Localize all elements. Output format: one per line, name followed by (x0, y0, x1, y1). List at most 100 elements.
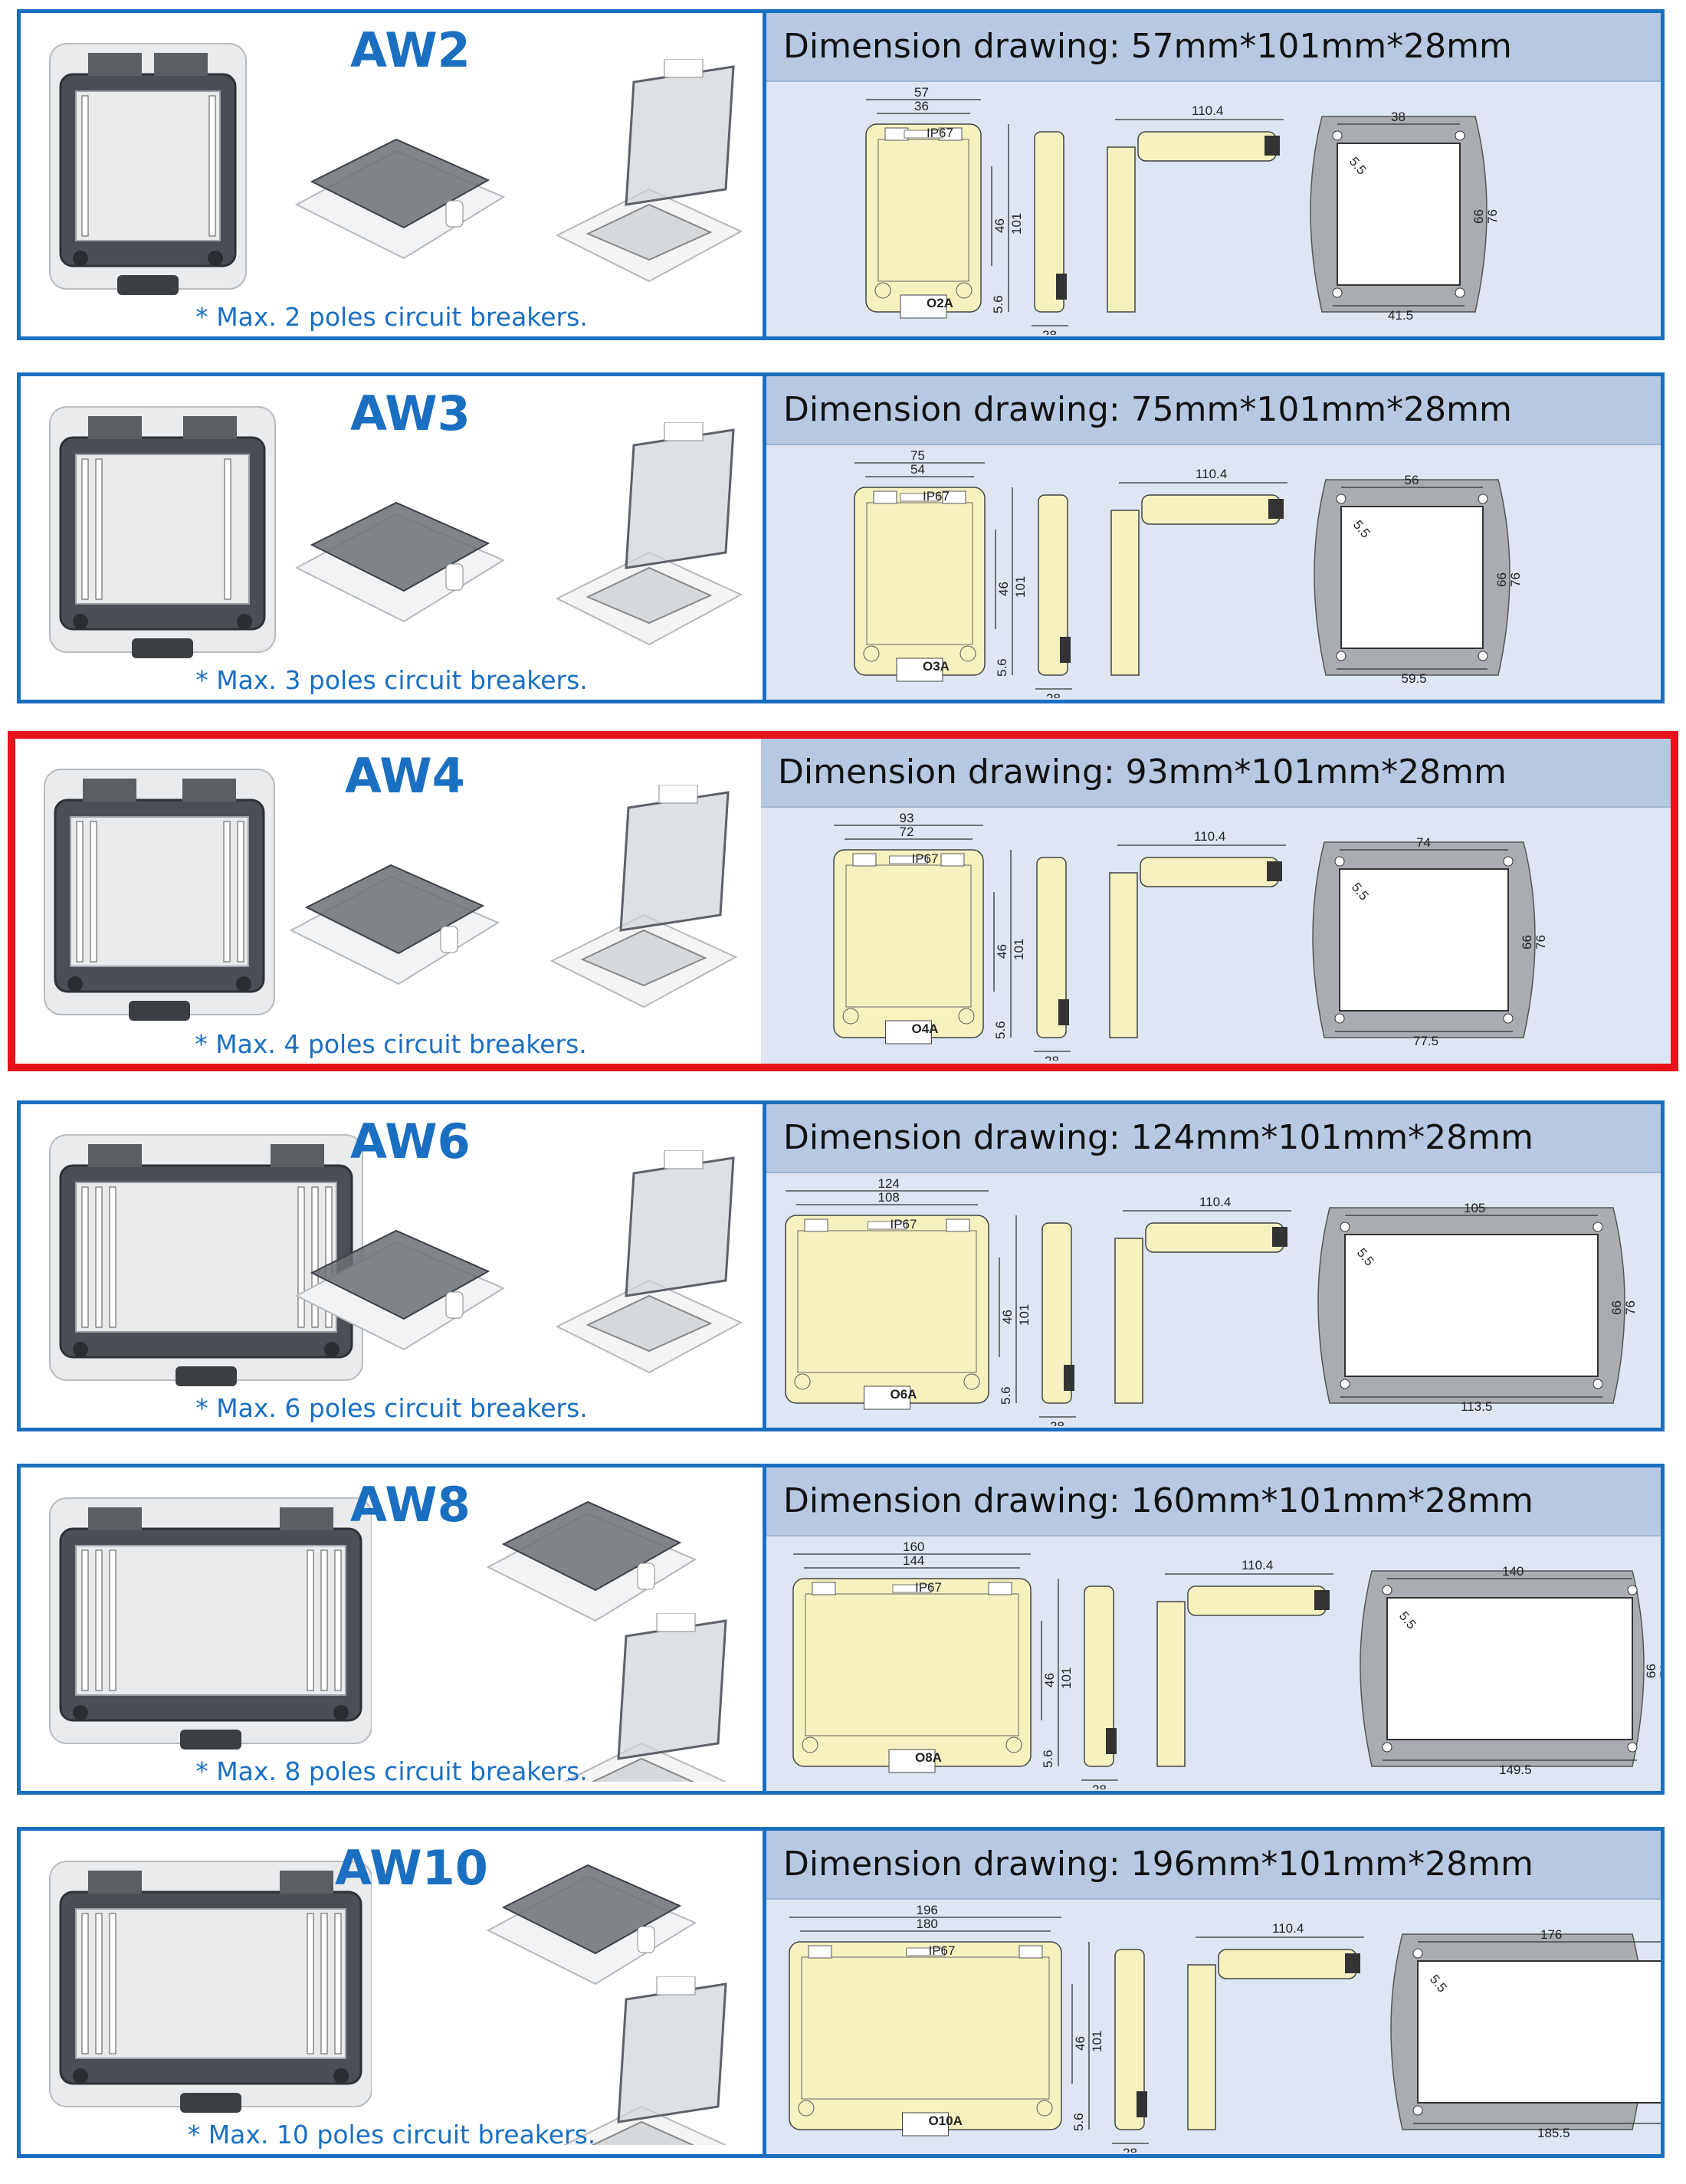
front-hinge (946, 1218, 970, 1232)
open-view-base (1156, 1601, 1186, 1767)
open-cover-photo (555, 59, 743, 283)
dimension-drawing: IP67O8A160144461015.628110.4140149.55.56… (792, 1540, 1661, 1789)
guide-bar (320, 1549, 328, 1691)
window (70, 816, 249, 967)
front-screw (802, 1736, 818, 1753)
front-view-photo (49, 1134, 363, 1386)
dim-height-inner: 46 (992, 218, 1007, 233)
guide-bar (109, 1186, 116, 1328)
dim-height: 101 (1090, 2031, 1104, 2052)
mount-hole (1334, 856, 1345, 867)
window (75, 90, 221, 241)
pole-badge: O8A (915, 1750, 942, 1765)
front-hinge (942, 490, 966, 504)
hinge (88, 53, 142, 76)
product-photo-panel: AW8 * Max. 8 poles circuit breakers. (21, 1467, 766, 1791)
product-row[interactable]: AW10 * Max. 10 poles circuit breakers. D… (17, 1827, 1665, 2158)
screw (236, 976, 251, 992)
poles-note: * Max. 2 poles circuit breakers. (195, 302, 588, 332)
front-view-photo (44, 769, 275, 1021)
product-photo-panel: AW4 * Max. 4 poles circuit breakers. (15, 739, 770, 1064)
closed-cover-photo (294, 138, 506, 260)
mount-hole (1334, 1013, 1345, 1024)
guide-bar (320, 1913, 328, 2054)
model-name: AW8 (350, 1477, 471, 1533)
dim-depth: 28 (1042, 328, 1057, 335)
guide-bar (81, 1549, 89, 1691)
label-plate (892, 1584, 932, 1593)
side-latch (1106, 1728, 1117, 1754)
rating-label: IP67 (915, 1580, 942, 1595)
guide-bar (90, 821, 97, 962)
pole-badge: O6A (891, 1387, 917, 1402)
front-screw (956, 282, 973, 299)
product-row[interactable]: AW3 * Max. 3 poles circuit breakers. Dim… (17, 372, 1665, 703)
closed-cover (501, 1500, 682, 1592)
front-screw (1036, 2100, 1053, 2117)
closed-cover (310, 501, 490, 592)
dim-base-width: 77.5 (1413, 1034, 1438, 1048)
dim-base-width: 113.5 (1461, 1399, 1492, 1414)
dim-height: 101 (1059, 1668, 1074, 1689)
front-screw (963, 1373, 980, 1390)
open-view-latch (1267, 861, 1282, 881)
open-opening (586, 566, 713, 625)
dim-outer-height: 76 (1485, 209, 1500, 224)
dim-offset: 5.6 (1041, 1749, 1055, 1768)
front-view-window (797, 1230, 977, 1373)
latch (175, 1366, 237, 1386)
dimension-header: Dimension drawing: 57mm*101mm*28mm (766, 13, 1661, 82)
pole-badge: O4A (912, 1021, 939, 1036)
mount-hole (1332, 287, 1343, 298)
window (75, 454, 250, 605)
guide-bar (311, 1186, 319, 1328)
dim-hole-width: 74 (1416, 835, 1431, 850)
open-view-latch (1314, 1590, 1330, 1610)
hinge (271, 1144, 324, 1167)
guide-bar (237, 821, 244, 962)
dim-outer-height: 76 (1623, 1300, 1638, 1315)
dimension-title: Dimension drawing: 196mm*101mm*28mm (783, 1845, 1533, 1884)
label-plate (889, 855, 928, 864)
guide-bar (297, 1186, 305, 1328)
front-hinge (812, 1582, 836, 1595)
panel-cutout (1386, 1597, 1633, 1740)
dim-depth: 28 (1092, 1782, 1107, 1789)
open-cover (625, 428, 735, 569)
product-row[interactable]: AW8 * Max. 8 poles circuit breakers. Dim… (17, 1464, 1665, 1795)
dimension-title: Dimension drawing: 75mm*101mm*28mm (783, 390, 1512, 429)
guide-bar (307, 1913, 314, 2054)
screw (67, 976, 83, 992)
dim-open-length: 110.4 (1242, 1558, 1273, 1572)
dimension-panel: Dimension drawing: 160mm*101mm*28mm IP67… (766, 1467, 1661, 1791)
dimension-header: Dimension drawing: 93mm*101mm*28mm (761, 739, 1671, 808)
side-view (1041, 1222, 1072, 1404)
open-view-base (1109, 872, 1138, 1038)
front-screw (863, 645, 880, 662)
panel-cutout (1340, 506, 1484, 649)
guide-bar (223, 821, 231, 962)
open-view-base (1187, 1964, 1216, 2130)
dim-offset: 5.6 (1071, 2113, 1086, 2131)
front-screw (798, 2100, 815, 2117)
open-cover (619, 791, 730, 932)
open-view-cover (1140, 857, 1279, 887)
hinge (88, 1871, 142, 1894)
screw (333, 2068, 349, 2084)
open-opening (591, 1757, 695, 1782)
product-row[interactable]: AW4 * Max. 4 poles circuit breakers. Dim… (8, 731, 1678, 1071)
dim-open-length: 110.4 (1196, 467, 1227, 481)
dimension-header: Dimension drawing: 196mm*101mm*28mm (766, 1831, 1661, 1900)
mount-hole (1336, 651, 1347, 661)
guide-bar (325, 1186, 333, 1328)
panel-cutout (1417, 1960, 1661, 2104)
mount-hole (1340, 1379, 1350, 1389)
window (75, 1908, 346, 2059)
open-view-latch (1345, 1953, 1360, 1973)
product-row[interactable]: AW2 * Max. 2 poles circuit breakers. Dim… (17, 9, 1665, 340)
dim-open-length: 110.4 (1194, 829, 1225, 844)
front-screw (794, 1373, 811, 1390)
open-tab (664, 422, 704, 441)
product-row[interactable]: AW6 * Max. 6 poles circuit breakers. Dim… (17, 1100, 1665, 1431)
